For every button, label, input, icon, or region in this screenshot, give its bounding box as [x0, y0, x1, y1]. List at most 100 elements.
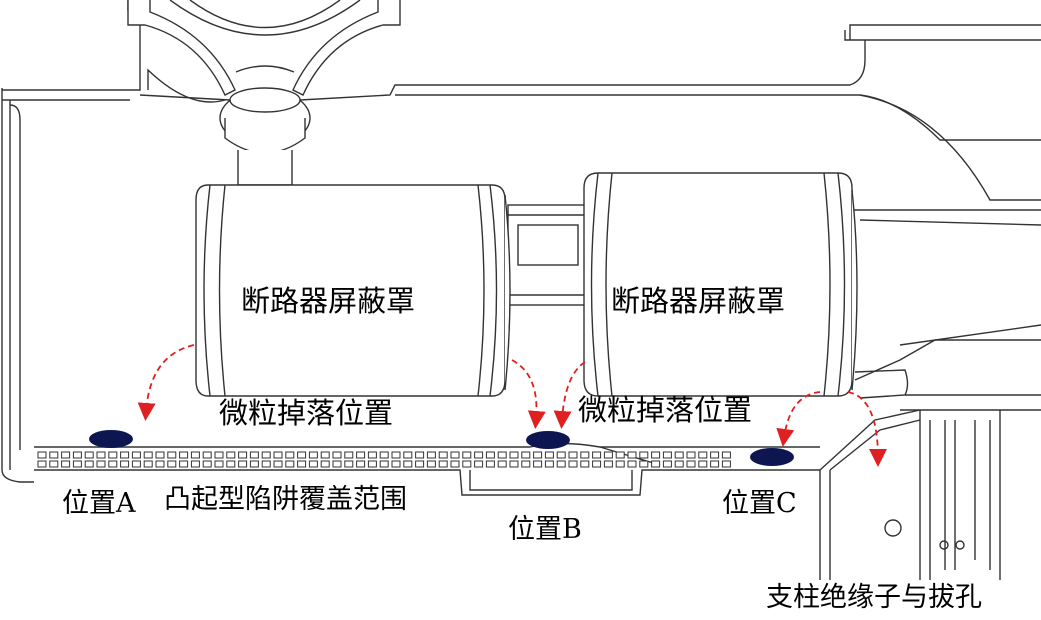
grating-slot	[120, 451, 130, 459]
grating-slot	[474, 460, 484, 468]
grating-slot	[49, 451, 59, 459]
grating-slot	[143, 460, 153, 468]
grating-slot	[474, 451, 484, 459]
grating-slot	[627, 460, 637, 468]
grating-slot	[556, 460, 566, 468]
grating-slot	[509, 460, 519, 468]
grating-slot	[698, 460, 708, 468]
grating-slot	[356, 460, 366, 468]
grating-slot	[721, 451, 731, 459]
grating-slot	[190, 460, 200, 468]
grating-slot	[155, 451, 165, 459]
grating-slot	[580, 451, 590, 459]
grating-slot	[403, 451, 413, 459]
grating-slot	[521, 460, 531, 468]
grating-slot	[568, 460, 578, 468]
grating-slot	[462, 460, 472, 468]
grating-slot	[710, 460, 720, 468]
grating-slot	[438, 451, 448, 459]
grating-slot	[344, 451, 354, 459]
grating-slot	[273, 460, 283, 468]
grating-slot	[674, 451, 684, 459]
position-b-label: 位置B	[508, 514, 582, 545]
grating-slot	[544, 451, 554, 459]
grating-slot	[308, 460, 318, 468]
grating-slot	[521, 451, 531, 459]
grating-slot	[497, 460, 507, 468]
grating-slot	[556, 451, 566, 459]
grating-slot	[179, 460, 189, 468]
grating-slot	[120, 460, 130, 468]
grating-slot	[238, 460, 248, 468]
fall-arrow-c1	[776, 391, 821, 447]
grating-slot	[261, 460, 271, 468]
grating-slot	[415, 460, 425, 468]
grating-slot	[367, 451, 377, 459]
grating-slot	[462, 451, 472, 459]
particle-trap-grating	[37, 451, 731, 468]
position-a-label: 位置A	[62, 488, 136, 519]
grating-slot	[273, 451, 283, 459]
grating-slot	[367, 460, 377, 468]
grating-slot	[651, 460, 661, 468]
grating-slot	[391, 460, 401, 468]
grating-slot	[379, 460, 389, 468]
grating-slot	[438, 460, 448, 468]
grating-slot	[332, 460, 342, 468]
grating-slot	[615, 460, 625, 468]
grating-slot	[155, 460, 165, 468]
grating-slot	[332, 451, 342, 459]
grating-slot	[639, 451, 649, 459]
grating-slot	[568, 451, 578, 459]
grating-slot	[84, 460, 94, 468]
grating-slot	[214, 460, 224, 468]
grating-slot	[249, 460, 259, 468]
grating-slot	[379, 451, 389, 459]
fall-arrow-b1	[511, 359, 546, 429]
grating-slot	[533, 460, 543, 468]
grating-slot	[686, 460, 696, 468]
grating-slot	[497, 451, 507, 459]
grating-slot	[426, 460, 436, 468]
fall-arrow-a	[137, 344, 195, 421]
grating-slot	[344, 460, 354, 468]
enclosure-outline	[1, 0, 1041, 483]
grating-slot	[615, 451, 625, 459]
shield-label-left: 断路器屏蔽罩	[241, 284, 416, 318]
grating-slot	[72, 451, 82, 459]
grating-slot	[226, 460, 236, 468]
grating-slot	[710, 451, 720, 459]
shield-connector	[507, 204, 599, 306]
post-insulator	[819, 324, 1041, 580]
grating-slot	[167, 451, 177, 459]
grating-slot	[190, 451, 200, 459]
grating-slot	[485, 451, 495, 459]
grating-slot	[592, 460, 602, 468]
grating-slot	[202, 460, 212, 468]
grating-slot	[226, 451, 236, 459]
grating-slot	[603, 451, 613, 459]
grating-slot	[721, 460, 731, 468]
grating-slot	[49, 460, 59, 468]
grating-slot	[651, 451, 661, 459]
grating-slot	[96, 460, 106, 468]
grating-slot	[297, 451, 307, 459]
grating-slot	[533, 451, 543, 459]
particle-position-c	[750, 448, 794, 466]
recess-range-label: 凸起型陷阱覆盖范围	[164, 484, 407, 515]
grating-slot	[285, 460, 295, 468]
grating-slot	[698, 451, 708, 459]
grating-slot	[61, 451, 71, 459]
grating-slot	[356, 451, 366, 459]
grating-slot	[179, 451, 189, 459]
grating-slot	[603, 460, 613, 468]
grating-slot	[686, 451, 696, 459]
fall-label-right: 微粒掉落位置	[578, 393, 753, 427]
fall-label-left: 微粒掉落位置	[219, 396, 394, 430]
grating-slot	[96, 451, 106, 459]
particle-position-a	[89, 430, 133, 448]
grating-slot	[662, 460, 672, 468]
grating-slot	[391, 451, 401, 459]
grating-slot	[580, 460, 590, 468]
